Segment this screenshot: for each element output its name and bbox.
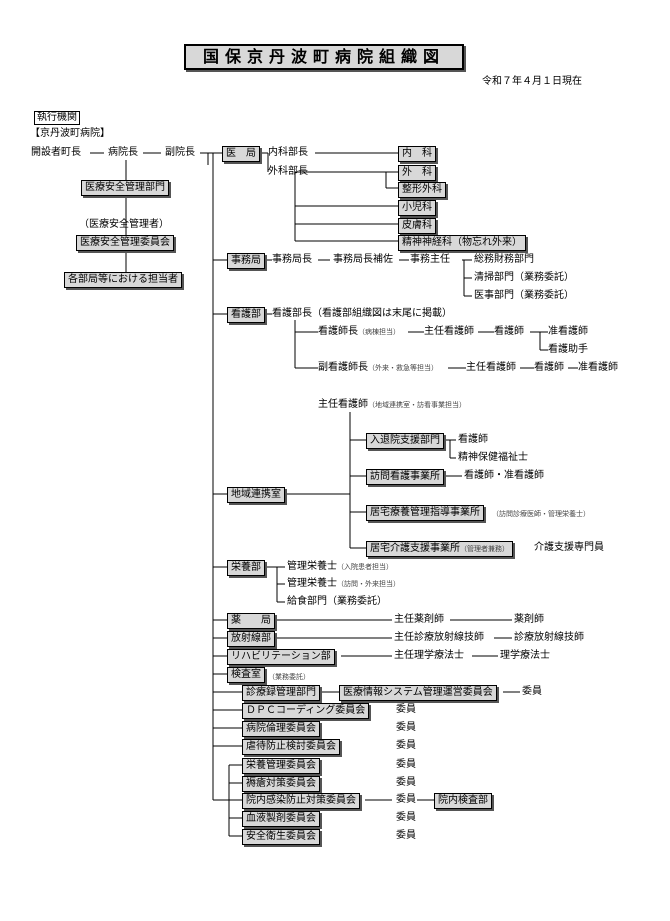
shoni-node: 小児科: [398, 200, 436, 216]
dpc-member: 委員: [396, 704, 416, 715]
deputy-chief-note: （外来・救急等担当）: [368, 364, 438, 372]
ethics-member: 委員: [396, 722, 416, 733]
records-node: 診療録管理部門: [242, 685, 320, 701]
nursing-node: 看護部: [227, 307, 265, 323]
founder-node: 開設者町長: [31, 147, 81, 158]
pharmacy-chief-node: 主任薬剤師: [394, 614, 444, 625]
care-support-label: 居宅介護支援事業所: [370, 543, 460, 554]
care-manager-node: 介護支援専門員: [534, 542, 604, 553]
nutrition-node: 栄養部: [227, 560, 265, 576]
exec-label: 執行機関: [34, 111, 80, 125]
external-head-node: 外科部長: [268, 166, 308, 177]
community-node: 地域連携室: [227, 487, 285, 503]
nurse2-node: 看護師: [534, 362, 564, 373]
nurse-aide-node: 看護助手: [548, 344, 588, 355]
dietitian1-label: 管理栄養士: [287, 561, 337, 572]
safety-manager-label: （医療安全管理者）: [79, 219, 169, 230]
rehab-node: リハビリテーション部: [227, 649, 335, 665]
ethics-committee-node: 病院倫理委員会: [242, 721, 320, 737]
psw-node: 精神保健福祉士: [458, 452, 528, 463]
seikei-node: 整形外科: [398, 182, 446, 198]
bedsore-member: 委員: [396, 777, 416, 788]
radiographer-node: 診療放射線技師: [514, 632, 584, 643]
pt-node: 理学療法士: [500, 650, 550, 661]
info-member: 委員: [522, 686, 542, 697]
dietitian2-note: （訪問・外来担当）: [337, 580, 400, 588]
care-support-note: （管理者兼務）: [460, 545, 509, 553]
senior-nurse2-node: 主任看護師: [466, 362, 516, 373]
senior-nurse-node: 主任看護師: [424, 326, 474, 337]
abuse-committee-node: 虐待防止検討委員会: [242, 739, 340, 755]
nurse-chief-note: （病棟担当）: [358, 328, 400, 336]
deputy-chief-node: 副看護師長（外来・救急等担当）: [318, 362, 438, 374]
safety-dept-node: 医療安全管理部門: [81, 180, 169, 196]
visit-nursing-node: 訪問看護事業所: [366, 469, 444, 485]
care-support-node: 居宅介護支援事業所（管理者兼務）: [366, 541, 513, 557]
dietitian1-node: 管理栄養士（入院患者担当）: [287, 561, 393, 573]
nurse-chief-node: 看護師長（病棟担当）: [318, 326, 400, 338]
chart-title: 国保京丹波町病院組織図: [184, 44, 464, 70]
office-head-node: 事務局長: [272, 254, 312, 265]
nutrition-member: 委員: [396, 759, 416, 770]
inspection-node: 院内検査部: [434, 793, 492, 809]
discharge-node: 入退院支援部門: [366, 433, 444, 449]
dietitian1-note: （入院患者担当）: [337, 563, 393, 571]
home-care-note: （訪問診療医師・管理栄養士）: [492, 510, 590, 518]
senior-nurse3-node: 主任看護師（地域連携室・訪看事業担当）: [318, 399, 466, 411]
internal-head-node: 内科部長: [268, 147, 308, 158]
senior-nurse3-note: （地域連携室・訪看事業担当）: [368, 401, 466, 409]
info-system-committee-node: 医療情報システム管理運営委員会: [339, 685, 497, 701]
bedsore-committee-node: 褥瘡対策委員会: [242, 776, 320, 792]
quasi-nurse-node: 准看護師: [548, 326, 588, 337]
clerk-node: 医事部門（業務委託）: [474, 290, 574, 301]
deputy-chief-label: 副看護師長: [318, 362, 368, 373]
geka-node: 外 科: [398, 165, 436, 181]
pharmacy-node: 薬 局: [227, 613, 275, 629]
infection-committee-node: 院内感染防止対策委員会: [242, 793, 360, 809]
lab-note: （業務委託）: [268, 673, 310, 681]
seishin-node: 精神神経科（物忘れ外来）: [398, 235, 526, 251]
hifu-node: 皮膚科: [398, 218, 436, 234]
nursing-head-node: 看護部長（看護部組織図は末尾に掲載）: [272, 308, 452, 319]
vice-director-node: 副院長: [165, 147, 195, 158]
medical-office-node: 医 局: [222, 146, 260, 162]
rehab-chief-node: 主任理学療法士: [394, 650, 464, 661]
meal-node: 給食部門（業務委託）: [287, 596, 387, 607]
lab-node: 検査室: [227, 667, 265, 683]
quasi-nurse2-node: 准看護師: [578, 362, 618, 373]
transfusion-committee-node: 血液製剤委員会: [242, 811, 320, 827]
nurse-chief-label: 看護師長: [318, 326, 358, 337]
infection-member: 委員: [396, 794, 416, 805]
dietitian2-label: 管理栄養士: [287, 578, 337, 589]
date-label: 令和７年４月１日現在: [482, 76, 582, 87]
office-node: 事務局: [227, 253, 265, 269]
dept-staff-node: 各部局等における担当者: [64, 272, 182, 288]
senior-nurse3-label: 主任看護師: [318, 399, 368, 410]
nutrition-committee-node: 栄養管理委員会: [242, 758, 320, 774]
discharge-nurse-node: 看護師: [458, 434, 488, 445]
visit-staff-node: 看護師・准看護師: [464, 470, 544, 481]
general-node: 総務財務部門: [474, 254, 534, 265]
pharmacist-node: 薬剤師: [514, 614, 544, 625]
transfusion-member: 委員: [396, 812, 416, 823]
safety-health-member: 委員: [396, 830, 416, 841]
hospital-label: 【京丹波町病院】: [30, 128, 110, 139]
radiology-node: 放射線部: [227, 631, 275, 647]
nurse-node: 看護師: [494, 326, 524, 337]
naika-node: 内 科: [398, 146, 436, 162]
abuse-member: 委員: [396, 740, 416, 751]
safety-health-committee-node: 安全衛生委員会: [242, 829, 320, 845]
office-chief-node: 事務主任: [410, 254, 450, 265]
safety-committee-node: 医療安全管理委員会: [76, 235, 174, 251]
radiology-chief-node: 主任診療放射線技師: [394, 632, 484, 643]
home-care-guidance-node: 居宅療養管理指導事業所: [366, 505, 484, 521]
office-deputy-node: 事務局長補佐: [333, 254, 393, 265]
dpc-committee-node: ＤＰＣコーディング委員会: [242, 703, 370, 719]
dietitian2-node: 管理栄養士（訪問・外来担当）: [287, 578, 400, 590]
cleaning-node: 清掃部門（業務委託）: [474, 272, 574, 283]
director-node: 病院長: [108, 147, 138, 158]
